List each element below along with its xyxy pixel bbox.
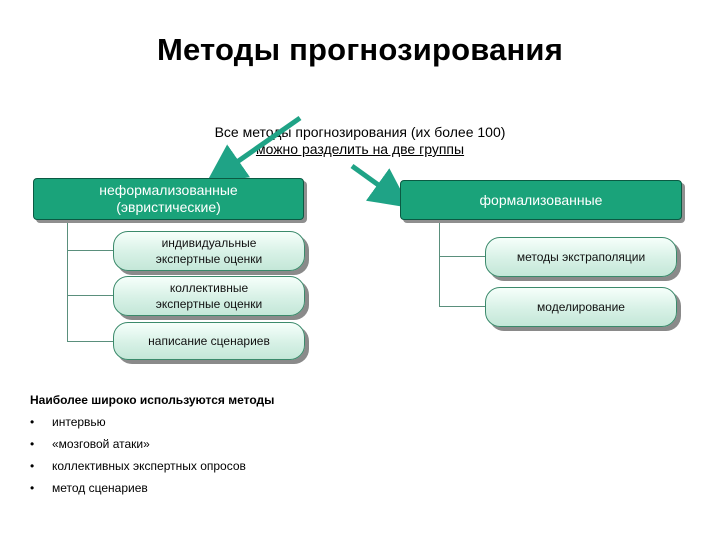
list-item-text: «мозговой атаки» [52, 437, 150, 451]
tree-line-right-h2 [439, 306, 485, 307]
tree-line-left-h1 [67, 250, 113, 251]
intro-line-2: можно разделить на две группы [255, 141, 465, 157]
method-collective-expert: коллективные экспертные оценки [113, 276, 305, 316]
category-formal: формализованные [400, 180, 682, 220]
list-item: • интервью [30, 414, 246, 436]
bullet-icon: • [30, 459, 35, 473]
method-scenarios: написание сценариев [113, 322, 305, 360]
arrow-to-informal [205, 115, 302, 184]
tree-line-left-h3 [67, 341, 113, 342]
list-item: • коллективных экспертных опросов [30, 458, 246, 480]
bullet-icon: • [30, 481, 35, 495]
tree-line-right-h1 [439, 256, 485, 257]
category-label-sub: (эвристические) [116, 199, 221, 215]
list-item-text: коллективных экспертных опросов [52, 459, 246, 473]
arrow-to-formal [350, 163, 411, 208]
tree-line-left-vertical [67, 218, 68, 342]
method-individual-expert: индивидуальные экспертные оценки [113, 231, 305, 271]
list-item: • метод сценариев [30, 480, 246, 502]
category-informal: неформализованные (эвристические) [33, 178, 304, 220]
method-label-sub: экспертные оценки [155, 297, 263, 311]
method-label: методы экстраполяции [516, 250, 646, 264]
list-item-text: метод сценариев [52, 481, 148, 495]
common-methods-heading: Наиболее широко используются методы [30, 393, 275, 407]
common-methods-list: • интервью • «мозговой атаки» • коллективны… [30, 414, 246, 502]
method-label: написание сценариев [148, 334, 270, 348]
list-item: • «мозговой атаки» [30, 436, 246, 458]
method-extrapolation: методы экстраполяции [485, 237, 677, 277]
method-label: моделирование [537, 300, 625, 314]
list-item-text: интервью [52, 415, 106, 429]
method-label: коллективные [169, 281, 249, 295]
method-label: индивидуальные [161, 236, 257, 250]
method-modeling: моделирование [485, 287, 677, 327]
category-label: формализованные [479, 191, 603, 208]
tree-line-left-h2 [67, 295, 113, 296]
method-label-sub: экспертные оценки [155, 252, 263, 266]
category-label: неформализованные [99, 182, 238, 198]
bullet-icon: • [30, 415, 35, 429]
bullet-icon: • [30, 437, 35, 451]
page-title: Методы прогнозирования [157, 32, 563, 67]
tree-line-right-vertical [439, 218, 440, 307]
